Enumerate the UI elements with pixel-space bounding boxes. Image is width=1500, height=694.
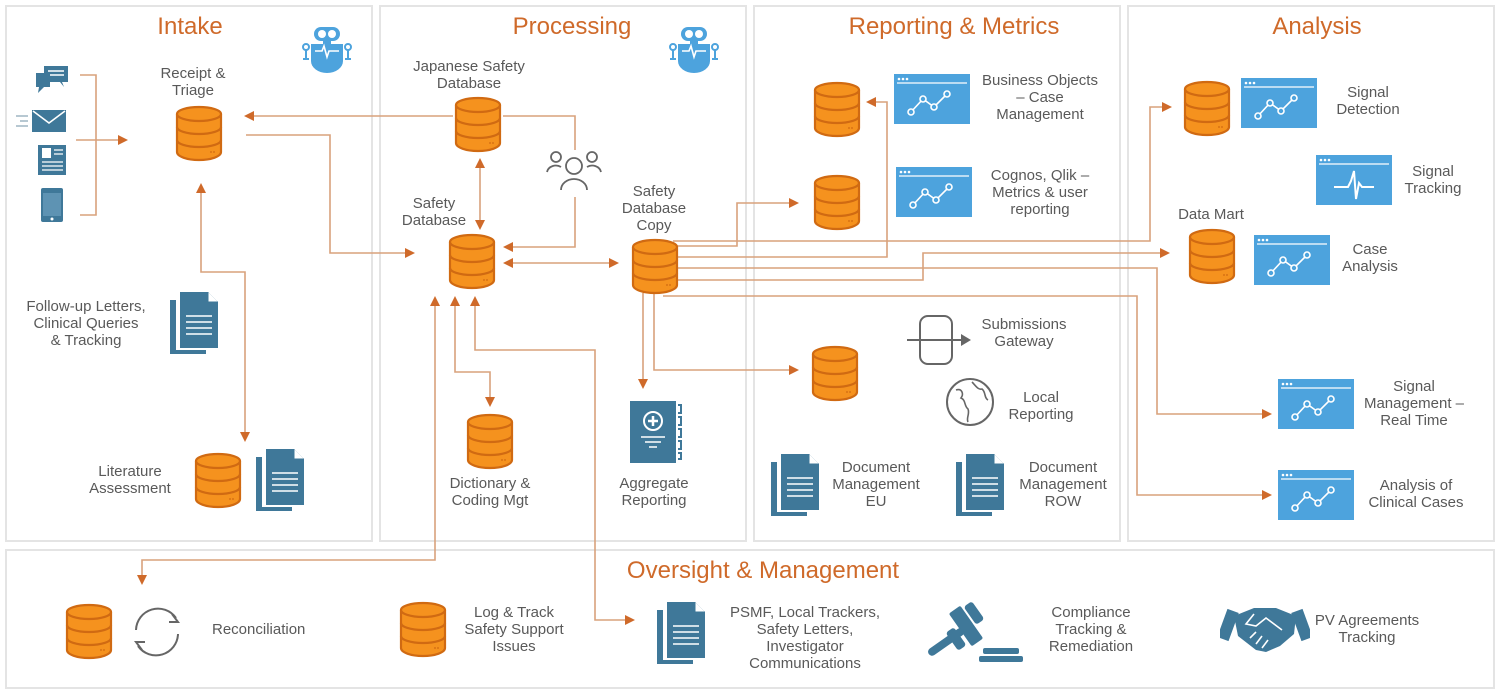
signal-detection-database-icon	[1183, 80, 1231, 137]
panel-title-analysis: Analysis	[1272, 13, 1362, 40]
label-follow-up: Follow-up Letters, Clinical Queries & Tr…	[26, 298, 146, 349]
connector-copy-to-data-mart	[673, 248, 1170, 281]
log-track-database-icon	[399, 601, 447, 658]
panel-title-reporting: Reporting & Metrics	[848, 13, 1060, 40]
label-dictionary: Dictionary & Coding Mgt	[449, 475, 531, 509]
panel-title-processing: Processing	[512, 13, 632, 40]
label-submissions: Submissions Gateway	[981, 316, 1067, 350]
clinical-cases-chart-icon	[1278, 470, 1354, 520]
label-local-reporting: Local Reporting	[1008, 389, 1074, 423]
japanese-safety-database-icon	[454, 96, 502, 153]
label-japanese-db: Japanese Safety Database	[413, 58, 525, 92]
psmf-document-icon	[657, 602, 705, 664]
signal-management-chart-icon	[1278, 379, 1354, 429]
connector-reconciliation-to-safetydb	[137, 296, 440, 585]
gavel-icon	[928, 602, 1023, 662]
data-mart-database-icon	[1188, 228, 1236, 285]
label-literature: Literature Assessment	[89, 463, 171, 497]
connector-japanese-to-users	[503, 115, 576, 150]
connector-copy-to-signal-detection	[673, 102, 1172, 242]
connector-users-to-safetydb	[503, 197, 576, 252]
document-management-eu-icon	[771, 454, 819, 516]
receipt-triage-database-icon	[175, 105, 223, 162]
aggregate-report-book-icon	[630, 401, 682, 463]
label-business-objects: Business Objects – Case Management	[982, 72, 1098, 123]
connector-copy-to-cognos-db	[673, 198, 799, 247]
chat-icon	[36, 66, 68, 93]
globe-icon	[946, 378, 994, 426]
label-doc-eu: Document Management EU	[832, 459, 920, 510]
label-safety-db-copy: Safety Database Copy	[621, 183, 687, 234]
connector-triage-to-safetydb	[246, 134, 415, 258]
robot-icon	[669, 27, 719, 73]
sync-cycle-icon	[134, 607, 180, 657]
signal-tracking-pulse-icon	[1316, 155, 1392, 205]
connector-copy-to-clinical-cases	[663, 295, 1272, 500]
label-case-analysis: Case Analysis	[1342, 241, 1398, 275]
literature-document-icon	[256, 449, 304, 511]
mobile-icon	[41, 188, 63, 222]
business-objects-chart-icon	[894, 74, 970, 124]
label-safety-db: Safety Database	[401, 195, 467, 229]
fax-icon	[38, 145, 66, 175]
robot-icon	[302, 27, 352, 73]
label-cognos: Cognos, Qlik – Metrics & user reporting	[990, 167, 1090, 218]
label-compliance: Compliance Tracking & Remediation	[1048, 604, 1134, 655]
connector-copy-to-signal-mgmt	[673, 267, 1272, 419]
cognos-chart-icon	[896, 167, 972, 217]
cognos-database-icon	[813, 174, 861, 231]
label-reconciliation: Reconciliation	[212, 621, 306, 638]
safety-database-copy-icon	[631, 238, 679, 295]
label-signal-detection: Signal Detection	[1336, 84, 1400, 118]
submissions-gateway-icon	[907, 315, 971, 365]
label-psmf: PSMF, Local Trackers, Safety Letters, In…	[729, 604, 881, 672]
connector-copy-to-bo-db	[673, 97, 888, 258]
panel-title-oversight: Oversight & Management	[626, 557, 900, 584]
document-management-row-icon	[956, 454, 1004, 516]
dictionary-database-icon	[466, 413, 514, 470]
label-doc-row: Document Management ROW	[1019, 459, 1107, 510]
connector-dictionary-safetydb	[450, 296, 495, 407]
business-objects-database-icon	[813, 81, 861, 138]
label-signal-management: Signal Management – Real Time	[1363, 378, 1465, 429]
reconciliation-database-icon	[65, 603, 113, 660]
literature-database-icon	[194, 452, 242, 509]
panel-title-intake: Intake	[157, 13, 223, 40]
label-pv-agreements: PV Agreements Tracking	[1314, 612, 1420, 646]
follow-up-document-icon	[170, 292, 218, 354]
label-data-mart: Data Mart	[1178, 206, 1244, 223]
email-icon	[16, 110, 66, 132]
reporting-database-icon	[811, 345, 859, 402]
users-group-icon	[546, 151, 602, 191]
label-log-track: Log & Track Safety Support Issues	[464, 604, 564, 655]
label-clinical-cases: Analysis of Clinical Cases	[1368, 477, 1464, 511]
label-signal-tracking: Signal Tracking	[1404, 163, 1462, 197]
signal-detection-chart-icon	[1241, 78, 1317, 128]
connector-channels-bracket	[80, 74, 97, 216]
label-receipt-triage: Receipt & Triage	[160, 65, 226, 99]
handshake-icon	[1220, 608, 1310, 652]
connector-copy-to-reporting-db3	[653, 293, 799, 375]
case-analysis-chart-icon	[1254, 235, 1330, 285]
connector-psmf-safetydb	[470, 296, 635, 625]
label-aggregate: Aggregate Reporting	[619, 475, 689, 509]
safety-database-icon	[448, 233, 496, 290]
